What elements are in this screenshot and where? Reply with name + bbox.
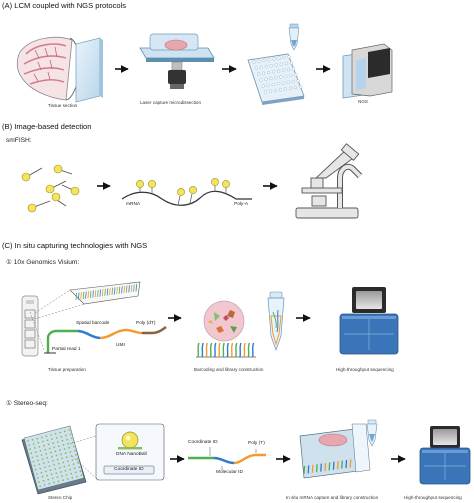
reaction-tube-icon (288, 23, 300, 51)
stereo-sequencer-icon (419, 426, 471, 485)
sequencer-instrument-icon (339, 287, 399, 355)
barcode-oligo-icon (44, 326, 167, 354)
capture-chip-icon (299, 423, 371, 479)
ngs-sequencer-icon (342, 43, 393, 99)
section-c-title: (C) In situ capturing technologies with … (2, 241, 148, 250)
label-poly-dt: Poly (dT) (136, 321, 156, 326)
smfish-subtitle: smFISH: (6, 137, 32, 144)
label-poly-t: Poly (T) (248, 441, 265, 446)
caption-stereo-chip: Stereo Chip (48, 495, 73, 500)
label-umi: UMI (116, 343, 125, 348)
label-dna-nanoball: DNA NanoBall (116, 452, 147, 457)
section-b-title: (B) Image-based detection (2, 122, 92, 131)
microscope-icon (295, 143, 363, 219)
label-spatial-barcode: Spatial barcode (76, 321, 110, 326)
laser-capture-microscope-icon (139, 33, 215, 89)
caption-tissue-preparation: Tissue preparation (48, 367, 86, 372)
section-a-title: (A) LCM coupled with NGS protocols (2, 1, 127, 10)
visium-subtitle: ① 10x Genomics Visium: (6, 259, 80, 266)
label-poly-a: Poly-A (234, 202, 249, 207)
stereo-tube-icon (366, 419, 378, 447)
visium-slide-icon (21, 295, 39, 357)
glass-slide-icon (75, 37, 103, 103)
probe-molecules (21, 164, 80, 213)
caption-hts-visium: High-throughput sequencing (336, 367, 394, 372)
nanoball-zoom (69, 423, 165, 481)
label-coordinate-id-box: Coordinate ID (114, 467, 144, 472)
tissue-cell-icon (203, 300, 245, 342)
well-plate-icon (247, 53, 305, 105)
stereo-subtitle: ① Stereo-seq: (6, 400, 48, 407)
capture-probes-row (196, 342, 256, 358)
label-partial-read-1: Partial read 1 (52, 347, 81, 352)
label-mrna: mRNA (126, 202, 141, 207)
mrna-strand-icon (121, 178, 252, 206)
tissue-section-icon (16, 36, 81, 101)
label-molecular-id: Molecular ID (216, 470, 243, 475)
caption-barcoding: Barcoding and library construction (194, 367, 264, 372)
capture-area-zoom (29, 281, 141, 351)
label-coordinate-id: Coordinate ID (188, 440, 218, 445)
capture-tube-icon (267, 291, 285, 352)
caption-lcm: Laser capture microdissection (140, 100, 202, 105)
caption-hts-stereo: High-throughput sequencing (404, 495, 462, 500)
stereo-chip-icon (21, 425, 87, 495)
coordinate-oligo-icon (188, 447, 266, 470)
caption-ngs: NGS (358, 99, 368, 104)
caption-tissue-section: Tissue section (48, 103, 78, 108)
caption-stereo-capture: In situ mRNA capture and library constru… (286, 495, 379, 500)
